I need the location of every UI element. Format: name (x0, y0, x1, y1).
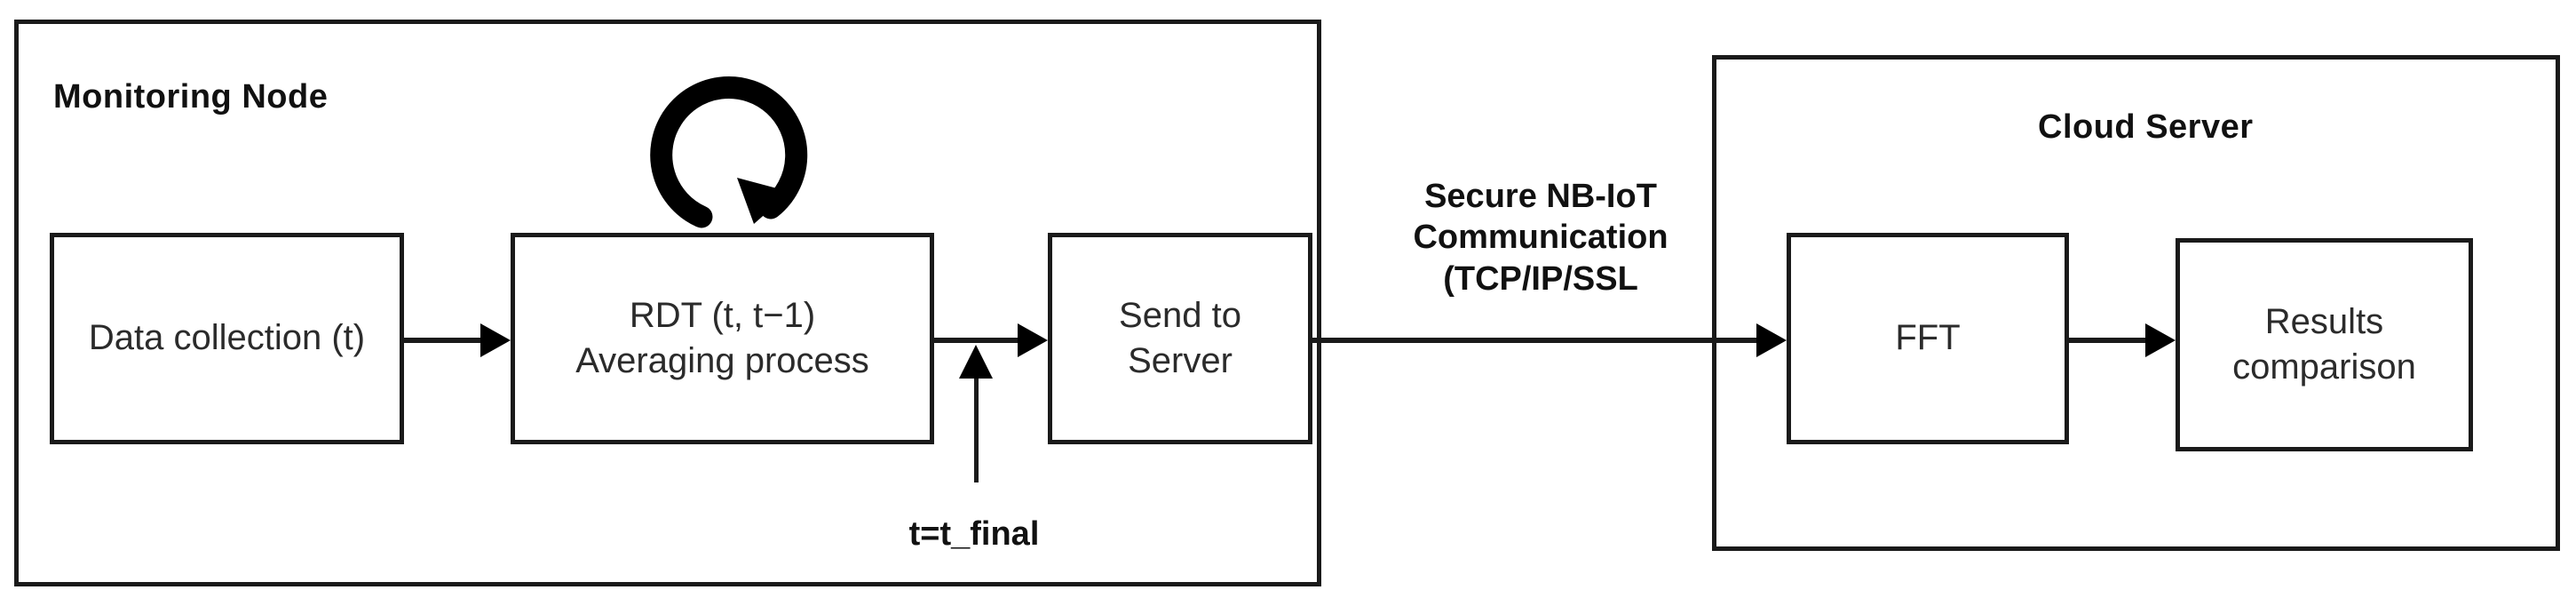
group-label-cloud-server: Cloud Server (2038, 108, 2254, 146)
node-label-fft: FFT (1895, 318, 1961, 358)
node-label-rdt-averaging: RDT (t, t−1) Averaging process (575, 295, 869, 380)
connector-rdt-to-send (934, 338, 1018, 343)
edge-label-t-final: t=t_final (908, 515, 1040, 553)
connector-collection-to-rdt (404, 338, 480, 343)
edge-label-secure-nbiot-link: Secure NB-IoT Communication (TCP/IP/SSL (1413, 178, 1668, 298)
connector-fft-to-results (2069, 338, 2145, 343)
node-label-results-comparison: Results comparison (2232, 301, 2416, 387)
arrowhead-fft-to-results (2145, 323, 2176, 357)
group-cloud-server (1712, 55, 2560, 551)
arrowhead-send-to-fft (1756, 323, 1787, 357)
arrowhead-rdt-to-send (1018, 323, 1048, 357)
group-label-monitoring-node: Monitoring Node (53, 78, 329, 116)
group-monitoring-node (14, 20, 1321, 586)
arrowhead-collection-to-rdt (480, 323, 511, 357)
connector-t-final (974, 378, 979, 482)
node-send-to-server[interactable]: Send to Server (1048, 233, 1312, 444)
node-label-data-collection: Data collection (t) (88, 318, 366, 358)
node-fft[interactable]: FFT (1787, 233, 2069, 444)
arrowhead-t-final (959, 345, 993, 379)
node-rdt-averaging[interactable]: RDT (t, t−1) Averaging process (511, 233, 934, 444)
node-label-send-to-server: Send to Server (1119, 295, 1241, 380)
connector-send-to-fft (1312, 338, 1756, 343)
node-results-comparison[interactable]: Results comparison (2176, 238, 2473, 451)
node-data-collection[interactable]: Data collection (t) (50, 233, 404, 444)
